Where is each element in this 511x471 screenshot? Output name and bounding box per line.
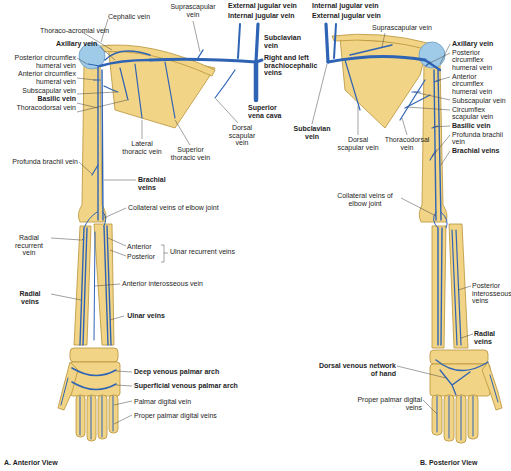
- anatomy-label: Radial recurrent vein: [8, 234, 50, 257]
- anatomy-label: Brachial veins: [138, 176, 178, 191]
- anatomy-label: Thoracodorsal vein: [3, 104, 76, 112]
- anatomy-label: Dorsal scapular vein: [336, 136, 380, 151]
- anatomy-label: Subclavian vein: [290, 125, 334, 140]
- anatomy-label: Superficial venous palmar arch: [134, 382, 264, 390]
- anatomy-label: Deep venous palmar arch: [134, 368, 244, 376]
- anatomy-label: Basilic vein: [452, 122, 508, 130]
- anatomy-label: Posterior circumflex humeral vein: [452, 49, 508, 72]
- anatomy-label: Circumflex scapular vein: [452, 106, 508, 121]
- anatomy-label: Superior vena cava: [248, 104, 288, 119]
- anatomy-label: Radial veins: [474, 330, 510, 345]
- anatomy-label: Profunda brachii vein: [3, 158, 78, 166]
- anatomy-label: Brachial veins: [452, 147, 508, 155]
- anatomy-label: External jugular vein: [228, 2, 304, 10]
- anatomy-label: Subclavian vein: [264, 34, 304, 49]
- anatomy-label: Suprascapular vein: [168, 3, 218, 18]
- anatomy-label: Profunda brachii vein: [452, 131, 508, 146]
- anatomy-label: Proper palmar digital veins: [134, 412, 244, 420]
- anatomy-label: Lateral thoracic vein: [122, 140, 162, 155]
- anatomy-label: Basilic vein: [3, 95, 76, 103]
- anatomy-label: A. Anterior View: [4, 459, 104, 467]
- anatomy-label: Anterior interosseous vein: [122, 280, 222, 288]
- anatomy-label: Posterior circumflex humeral vein: [3, 54, 76, 69]
- anatomy-label: Anterior circumflex humeral vein: [452, 73, 508, 96]
- anatomy-label: Palmar digital vein: [134, 398, 234, 406]
- anatomy-label: Anterior: [127, 243, 160, 251]
- anatomy-label: Ulnar veins: [126, 312, 166, 320]
- anatomy-label: B. Posterior View: [420, 459, 508, 467]
- anatomy-label: Posterior interosseous veins: [472, 282, 510, 305]
- anatomy-label: Collateral veins of elbow joint: [330, 192, 400, 207]
- anatomy-label: Cephalic vein: [108, 13, 158, 21]
- anatomy-label: Posterior: [127, 253, 160, 261]
- anatomy-label: Collateral veins of elbow joint: [128, 204, 248, 212]
- anatomy-label: Subscapular vein: [3, 87, 76, 95]
- anatomy-label: Internal jugular vein: [228, 12, 304, 20]
- anatomy-label: Proper palmar digital veins: [350, 396, 422, 411]
- anatomy-label: Suprascapular vein: [372, 24, 452, 32]
- anatomy-label: Dorsal venous network of hand: [312, 362, 396, 377]
- anatomy-label: Ulnar recurrent veins: [170, 248, 260, 256]
- anatomy-label: Subscapular vein: [452, 97, 508, 105]
- anatomy-label: External jugular vein: [312, 12, 392, 20]
- anatomy-label: Internal jugular vein: [312, 2, 392, 10]
- anatomy-label: Right and left brachiocephalic veins: [264, 54, 320, 77]
- anatomy-label: Axillary vein: [56, 40, 106, 48]
- anatomy-label: Radial veins: [10, 290, 50, 305]
- anatomy-label: Thoracodorsal vein: [384, 136, 430, 151]
- anatomy-label: Superior thoracic vein: [168, 146, 213, 161]
- anatomy-label: Anterior circumflex humeral vein: [3, 70, 76, 85]
- anatomy-label: Axillary vein: [452, 40, 508, 48]
- anatomy-label: Dorsal scapular vein: [222, 124, 262, 147]
- anatomy-label: Thoraco-acromial vein: [40, 27, 120, 35]
